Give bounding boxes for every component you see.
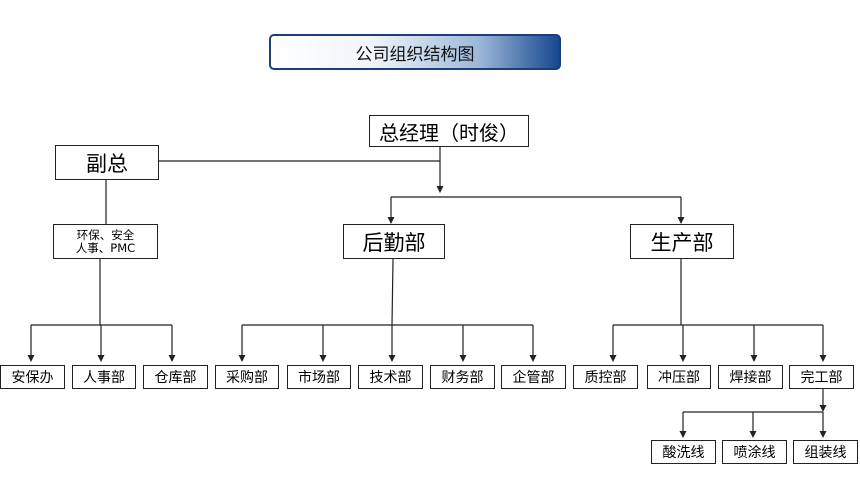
dept-box-caiwubu: 财务部 (430, 365, 495, 389)
dept-box-caigoubu: 采购部 (215, 365, 279, 389)
line-box-suanxixian: 酸洗线 (651, 440, 716, 464)
dept-box-renshibu: 人事部 (72, 365, 136, 389)
dept-box-qiguanbu: 企管部 (501, 365, 566, 389)
deputy-box: 副总 (55, 145, 159, 180)
deputy-scope-line-1: 环保、安全 (76, 227, 135, 242)
general-manager-box: 总经理（时俊） (369, 115, 529, 147)
dept-box-shichangbu: 市场部 (287, 365, 351, 389)
logistics-division-box: 后勤部 (343, 224, 445, 259)
dept-box-chongyabu: 冲压部 (647, 365, 711, 389)
dept-box-jishubu: 技术部 (358, 365, 423, 389)
dept-box-zhikongbu: 质控部 (573, 365, 638, 389)
dept-box-anbaoban: 安保办 (0, 365, 65, 389)
line-box-zuzhuangxian: 组装线 (793, 440, 858, 464)
deputy-scope-line-2: 人事、PMC (75, 240, 136, 255)
dept-box-cangkubu: 仓库部 (143, 365, 208, 389)
line-box-pentuxian: 喷涂线 (722, 440, 787, 464)
deputy-scope-box: 环保、安全 人事、PMC (53, 224, 158, 259)
chart-title: 公司组织结构图 (269, 34, 561, 70)
dept-box-wangongbu: 完工部 (789, 365, 854, 389)
connector-logistics-down (391, 258, 394, 326)
dept-box-hanjiebu: 焊接部 (718, 365, 783, 389)
production-division-box: 生产部 (630, 224, 734, 259)
